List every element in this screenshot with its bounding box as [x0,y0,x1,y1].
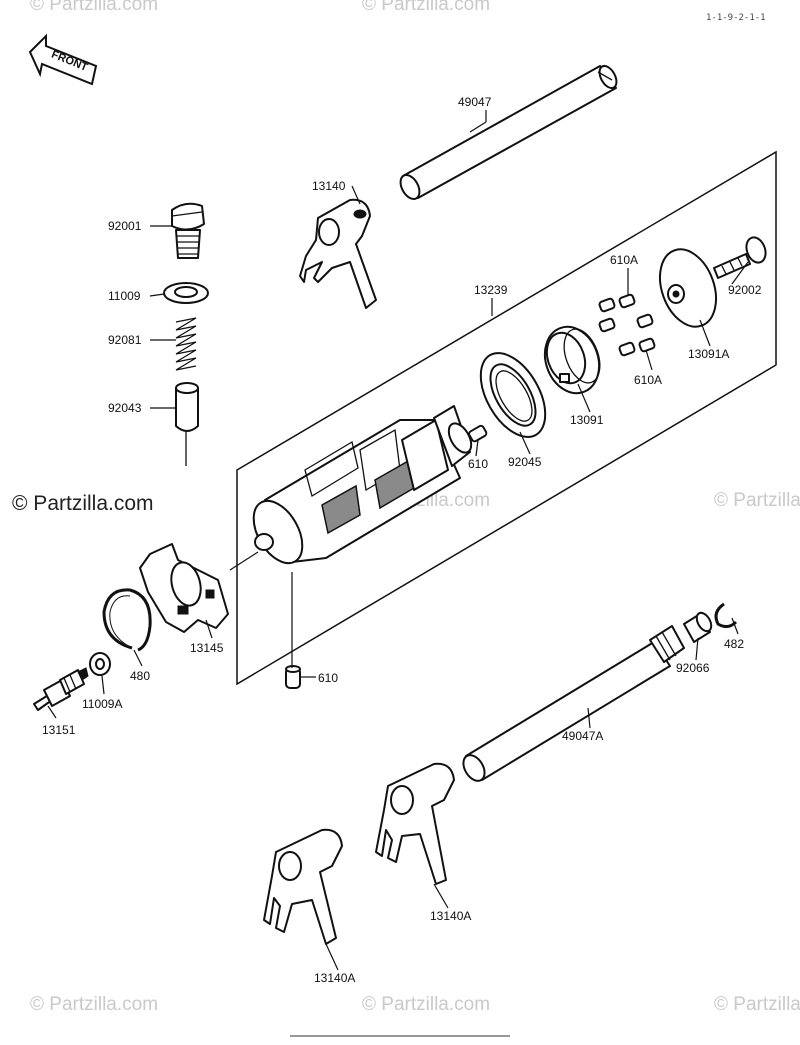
label-49047A: 49047A [562,729,603,743]
watermark: © Partzilla.com [30,994,158,1015]
label-13140A-lower: 13140A [314,971,355,985]
part-labels: 49047 13140 92001 11009 92081 92043 1323… [42,95,762,985]
label-482: 482 [724,637,744,651]
label-610-upper: 610 [468,457,488,471]
plug-bolt-92001 [171,202,205,259]
leader-lines [47,110,749,971]
label-92001: 92001 [108,219,142,233]
label-92081: 92081 [108,333,142,347]
washer-11009 [163,282,209,304]
label-13091: 13091 [570,413,604,427]
label-92066: 92066 [676,661,710,675]
label-13140A-upper: 13140A [430,909,471,923]
pins-610A-upper [598,293,654,333]
label-13151: 13151 [42,723,76,737]
collar-92066 [683,611,713,643]
shift-rod-49047A [462,625,685,782]
watermark-partzilla: © Partzilla.com [12,492,154,515]
watermark: © Partzilla.com [714,994,800,1015]
shift-fork-13140A-lower [263,828,343,945]
shift-rod-49047 [399,64,618,201]
label-610-lower: 610 [318,671,338,685]
label-11009: 11009 [108,289,141,303]
pin-610-upper [468,424,488,443]
assembly-outline [236,150,777,686]
neutral-switch-13151 [33,667,89,711]
label-610A-upper: 610A [610,253,638,267]
watermark: © Partzilla.com [714,490,800,511]
bolt-92002 [713,236,767,279]
clip-482 [714,602,738,629]
watermark: © Partzilla.com [30,0,158,15]
label-92043: 92043 [108,401,142,415]
pins-610A-lower [618,337,656,357]
circlip-480 [102,588,152,652]
shift-fork-13140 [299,198,377,309]
shift-fork-13140A-upper [375,762,455,885]
label-92002: 92002 [728,283,762,297]
label-11009A: 11009A [82,697,122,711]
watermark: © Partzilla.com [362,0,490,15]
shift-drum-13239 [252,405,473,565]
plate-13091A [658,248,718,328]
label-13140: 13140 [312,179,346,193]
label-13091A: 13091A [688,347,729,361]
watermark: © Partzilla.com [362,994,490,1015]
label-480: 480 [130,669,150,683]
label-610A-lower: 610A [634,373,662,387]
pin-92043 [175,382,199,466]
label-49047: 49047 [458,95,492,109]
pin-610-lower [285,665,301,689]
spring-92081 [175,317,197,371]
front-arrow-icon: FRONT [28,33,98,86]
pin-holder-13091 [543,325,601,395]
cam-13145 [139,543,229,633]
washer-11009A [89,652,111,676]
reference-code: 1-1-9-2-1-1 [706,13,766,23]
bearing-92045 [479,352,547,438]
label-13239: 13239 [474,283,508,297]
label-92045: 92045 [508,455,542,469]
label-13145: 13145 [190,641,224,655]
